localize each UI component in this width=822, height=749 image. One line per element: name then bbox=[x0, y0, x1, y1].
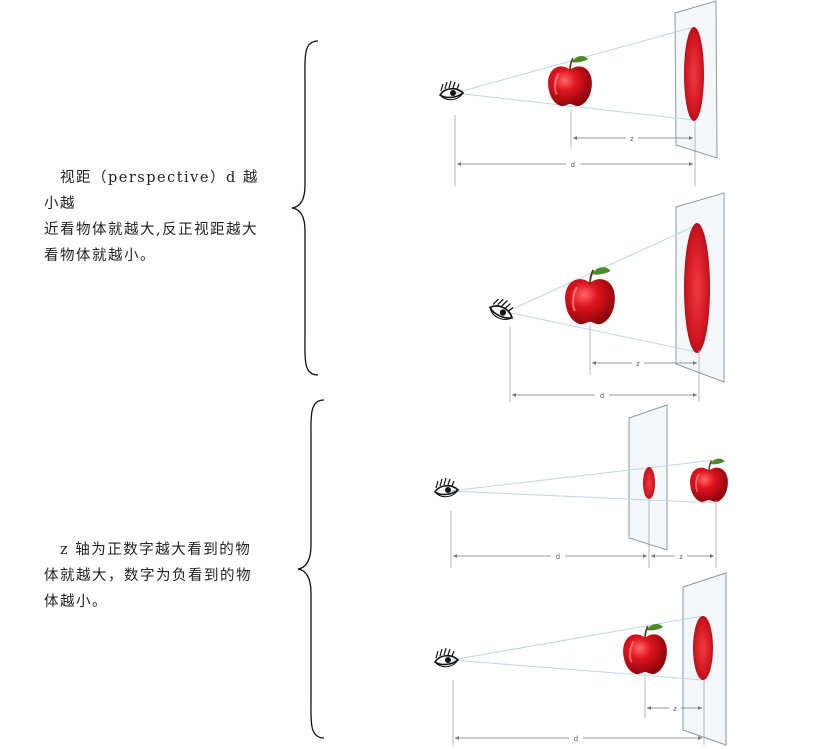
perspective-explanation: 视距（perspective）d 越小越 近看物体就越大,反正视距越大 看物体就… bbox=[44, 165, 272, 269]
eye-icon bbox=[434, 477, 459, 498]
apple-object bbox=[564, 266, 616, 326]
diagram-2: z d bbox=[486, 192, 725, 402]
eye-icon bbox=[434, 647, 459, 668]
projected-image-ellipse bbox=[684, 27, 704, 121]
eye-icon bbox=[486, 293, 520, 325]
diagram-4: z d bbox=[434, 572, 727, 746]
projected-image-ellipse bbox=[693, 616, 713, 680]
projected-image-ellipse bbox=[684, 223, 710, 353]
z-label: z bbox=[673, 706, 677, 713]
apple-object bbox=[622, 623, 668, 676]
diagram-1: z d bbox=[439, 0, 718, 186]
text-line: 近看物体就越大,反正视距越大 bbox=[44, 222, 259, 238]
projected-image-ellipse bbox=[643, 467, 655, 499]
z-label: z bbox=[636, 361, 640, 368]
text-line: 视距（perspective）d 越小越 bbox=[44, 170, 259, 212]
z-label: z bbox=[679, 554, 683, 561]
text-line: 体越小。 bbox=[44, 594, 108, 610]
eye-icon bbox=[439, 80, 464, 101]
text-line: 体就越大，数字为负看到的物 bbox=[44, 568, 252, 584]
apple-object bbox=[547, 55, 593, 108]
z-label: z bbox=[630, 136, 634, 143]
apple-object bbox=[689, 457, 729, 503]
diagram-3: d z bbox=[434, 404, 729, 568]
d-label: d bbox=[574, 736, 578, 743]
d-label: d bbox=[556, 554, 560, 561]
curly-brace-bottom bbox=[297, 399, 325, 739]
d-label: d bbox=[600, 393, 604, 400]
text-line: 看物体就越小。 bbox=[44, 248, 156, 264]
z-axis-explanation: z 轴为正数字越大看到的物 体就越大，数字为负看到的物 体越小。 bbox=[44, 537, 272, 615]
curly-brace-top bbox=[291, 40, 319, 376]
d-label: d bbox=[571, 162, 575, 169]
text-line: z 轴为正数字越大看到的物 bbox=[44, 542, 252, 558]
